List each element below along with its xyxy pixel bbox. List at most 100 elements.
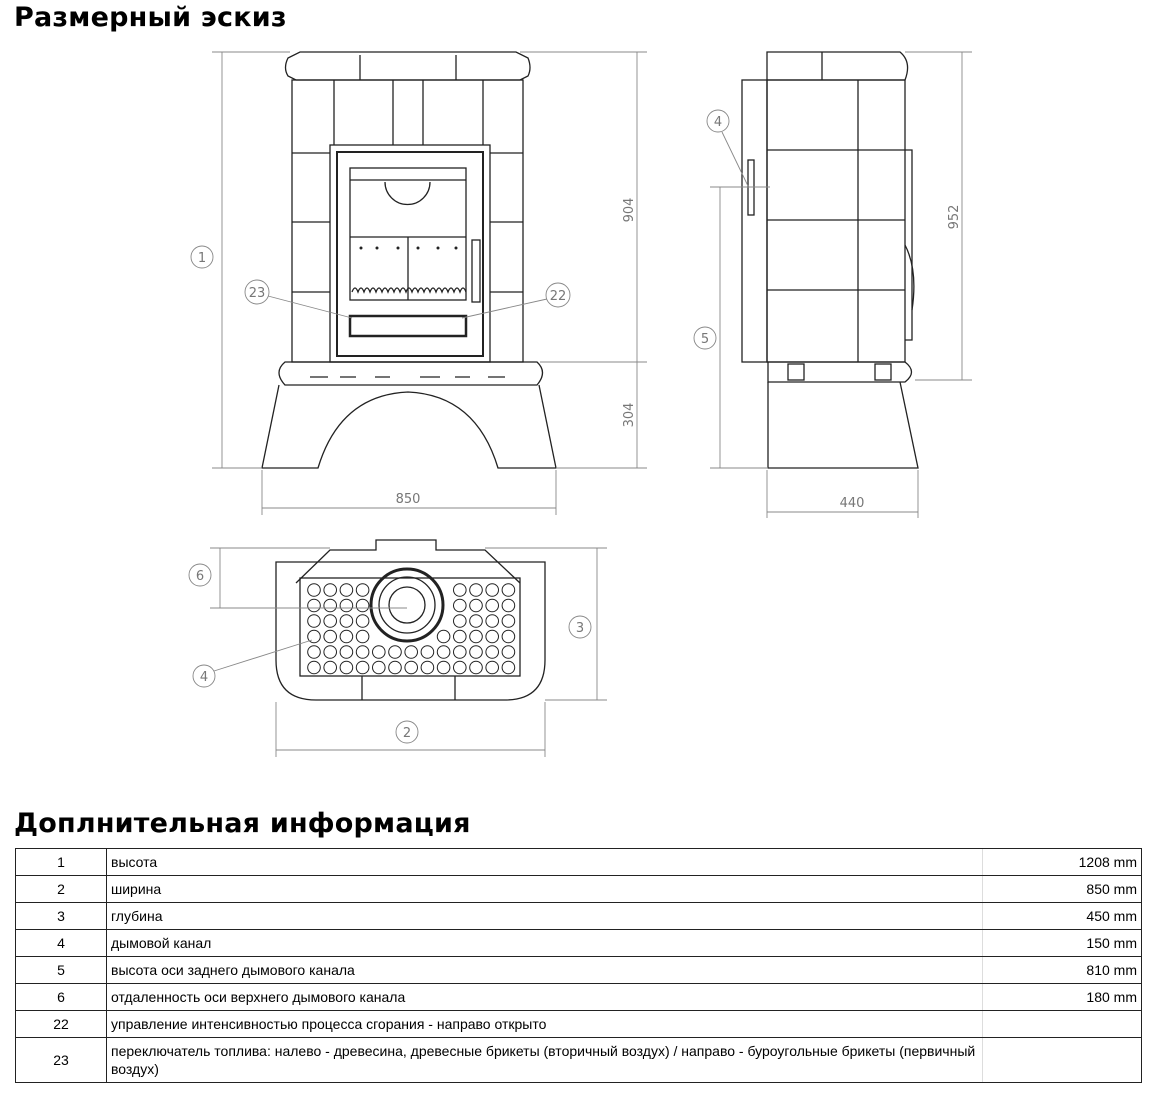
grid-circle — [307, 614, 321, 628]
grid-circle — [404, 660, 419, 675]
grid-circle — [388, 645, 402, 659]
grid-circle — [501, 598, 516, 613]
grid-circle — [501, 583, 516, 597]
dim-952: 952 — [947, 205, 962, 230]
grid-circle — [485, 645, 500, 659]
row-value: 1208 mm — [982, 848, 1142, 876]
callout-3: 3 — [576, 621, 584, 636]
grid-circle — [307, 629, 321, 644]
grid-circle — [307, 598, 321, 613]
grid-circle — [485, 583, 500, 597]
grid-circle — [355, 598, 370, 613]
grid-circle — [469, 614, 483, 628]
grid-circle — [420, 660, 435, 675]
grid-circle — [469, 598, 483, 613]
row-description: ширина — [106, 875, 983, 903]
row-description: высота — [106, 848, 983, 876]
grid-circle — [323, 583, 338, 597]
grid-circle — [469, 583, 483, 597]
row-number: 2 — [15, 875, 107, 903]
dim-850: 850 — [396, 492, 421, 507]
grid-circle — [404, 645, 419, 659]
grid-circle — [307, 660, 321, 675]
grid-circle — [453, 614, 467, 628]
row-description: высота оси заднего дымового канала — [106, 956, 983, 984]
row-number: 1 — [15, 848, 107, 876]
grid-circle — [436, 645, 451, 659]
row-description: управление интенсивностью процесса сгора… — [106, 1010, 983, 1038]
grid-circle — [339, 598, 354, 613]
grid-circle — [339, 614, 354, 628]
grid-circle — [323, 660, 338, 675]
front-dots — [359, 246, 458, 250]
row-value: 810 mm — [982, 956, 1142, 984]
side-view — [741, 51, 919, 469]
row-value — [982, 1037, 1142, 1083]
grid-circle — [355, 645, 370, 659]
row-value: 180 mm — [982, 983, 1142, 1011]
side-dimensions — [693, 51, 972, 518]
grid-circle — [501, 660, 516, 675]
grid-circle — [453, 660, 467, 675]
grid-circle — [355, 614, 370, 628]
dim-904: 904 — [622, 198, 637, 223]
callout-5: 5 — [701, 332, 709, 347]
callout-6: 6 — [196, 569, 204, 584]
grid-circle — [485, 614, 500, 628]
grid-circle — [339, 583, 354, 597]
dim-304: 304 — [622, 403, 637, 428]
top-dimensions — [188, 547, 607, 757]
grid-circle — [469, 660, 483, 675]
grid-circle — [339, 660, 354, 675]
grid-circle — [501, 629, 516, 644]
grid-circle — [485, 660, 500, 675]
row-description: глубина — [106, 902, 983, 930]
grid-circle — [372, 645, 386, 659]
grid-circle — [388, 660, 402, 675]
grid-circle — [355, 583, 370, 597]
grid-circle — [436, 660, 451, 675]
row-number: 5 — [15, 956, 107, 984]
info-heading: Доплнительная информация — [14, 808, 471, 839]
row-description: отдаленность оси верхнего дымового канал… — [106, 983, 983, 1011]
grid-circle — [355, 660, 370, 675]
grid-circle — [501, 645, 516, 659]
grid-circle — [453, 583, 467, 597]
grid-circle — [469, 645, 483, 659]
row-number: 3 — [15, 902, 107, 930]
top-view-grid — [307, 583, 516, 675]
grid-circle — [485, 629, 500, 644]
row-value: 450 mm — [982, 902, 1142, 930]
grid-circle — [372, 660, 386, 675]
row-value: 850 mm — [982, 875, 1142, 903]
grid-circle — [339, 645, 354, 659]
callout-1: 1 — [198, 251, 206, 266]
row-number: 22 — [15, 1010, 107, 1038]
callout-2: 2 — [403, 726, 411, 741]
row-number: 23 — [15, 1037, 107, 1083]
grid-circle — [485, 598, 500, 613]
grid-circle — [469, 629, 483, 644]
callout-4-side: 4 — [714, 115, 722, 130]
callout-4-top: 4 — [200, 670, 208, 685]
dimension-sketch: 1 2 3 22 904 304 850 4 5 952 440 — [188, 51, 972, 757]
front-view — [261, 51, 557, 469]
row-description: дымовой канал — [106, 929, 983, 957]
row-value: 150 mm — [982, 929, 1142, 957]
grid-circle — [323, 614, 338, 628]
grid-circle — [307, 645, 321, 659]
grid-circle — [453, 645, 467, 659]
dim-440: 440 — [840, 496, 865, 511]
row-value — [982, 1010, 1142, 1038]
top-view — [275, 539, 546, 701]
grid-circle — [323, 598, 338, 613]
row-number: 6 — [15, 983, 107, 1011]
callout-22: 22 — [550, 289, 567, 304]
grid-circle — [436, 629, 451, 644]
